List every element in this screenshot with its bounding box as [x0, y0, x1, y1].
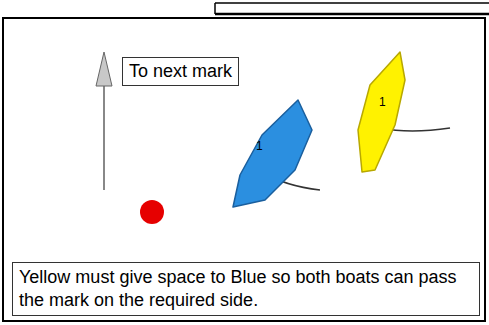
- frame-line: [215, 2, 489, 4]
- sail-number: 1: [379, 96, 386, 108]
- outer-frame: [3, 18, 485, 321]
- hull-shape: [233, 100, 312, 207]
- direction-arrow-shaft: [103, 80, 105, 190]
- sail-number: 1: [256, 140, 263, 152]
- hull-outline: [352, 48, 412, 176]
- mark-buoy: [140, 200, 164, 224]
- direction-arrowhead: [96, 52, 112, 86]
- caption-box: Yellow must give space to Blue so both b…: [12, 262, 480, 316]
- direction-label-box: To next mark: [122, 57, 239, 86]
- node-text: To next mark: [129, 61, 232, 82]
- yellow-boat: 1: [352, 48, 412, 176]
- frame-line: [214, 3, 216, 14]
- hull-outline: [228, 96, 318, 211]
- hull-shape: [358, 52, 405, 172]
- frame-line: [215, 13, 489, 16]
- blue-boat: 1: [228, 96, 318, 211]
